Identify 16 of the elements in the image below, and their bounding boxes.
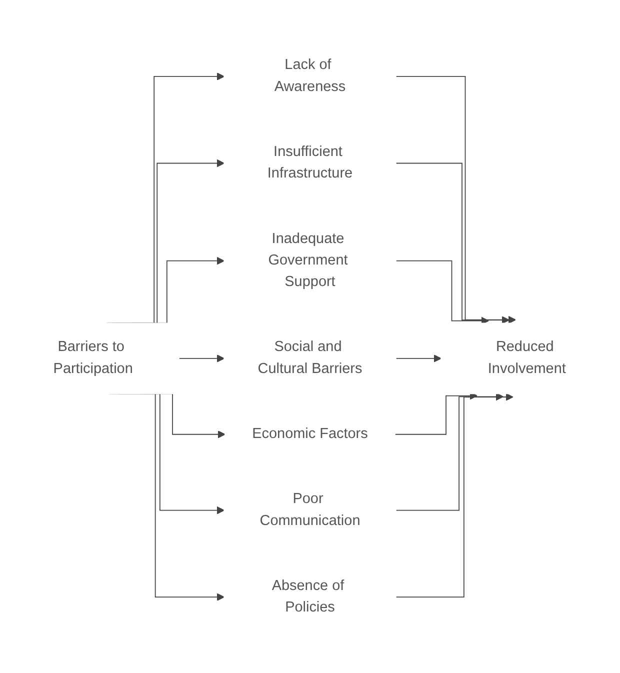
arrow [395,76,516,324]
arrow [395,162,510,324]
node-text: Economic Factors [252,426,368,442]
node-text: Social and Cultural Barriers [258,339,362,376]
arrow [394,392,478,435]
node-text: Insufficient Infrastructure [267,144,353,182]
node-text: Reduced Involvement [488,339,566,376]
node-text: Poor Communication [260,491,360,528]
node-text: Absence of Policies [272,578,344,615]
arrow [395,354,442,362]
node-text: Lack of Awareness [274,57,346,94]
arrow [178,354,224,362]
arrow [395,392,514,598]
arrow [395,260,490,324]
arrow [395,392,504,510]
node-text: Inadequate Government Support [268,230,348,290]
